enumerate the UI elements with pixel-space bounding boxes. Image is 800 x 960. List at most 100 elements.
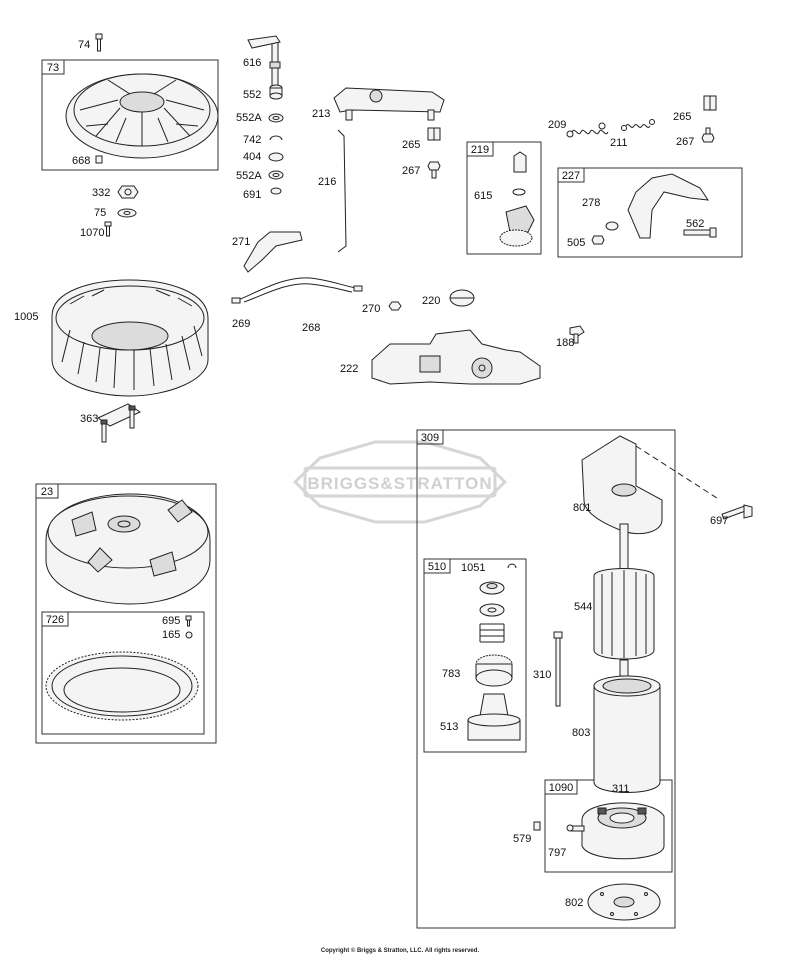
callout-1051: 1051 — [461, 562, 485, 574]
part-510-spring — [479, 623, 505, 643]
callout-691: 691 — [243, 189, 261, 201]
group-box-510: 510 — [423, 558, 527, 753]
part-311-brush-assembly — [581, 802, 665, 860]
part-801-bracket-plate — [581, 435, 721, 535]
callout-311: 311 — [612, 783, 630, 795]
part-363-bracket — [96, 403, 142, 443]
part-1070-bolt — [104, 221, 112, 237]
callout-1070: 1070 — [80, 227, 104, 239]
group-box-726: 726 — [41, 611, 205, 735]
part-510-cap — [479, 581, 505, 617]
watermark-logo: BRIGGS&STRATTON — [292, 440, 508, 524]
part-513-drive-assembly — [467, 693, 521, 741]
group-label-309: 309 — [421, 432, 439, 444]
part-268-cable — [231, 277, 363, 304]
callout-209: 209 — [548, 119, 566, 131]
group-box-23: 23 — [35, 483, 217, 744]
callout-222: 222 — [340, 363, 358, 375]
part-803-housing — [593, 675, 661, 793]
callout-615: 615 — [474, 190, 492, 202]
part-188-screw — [569, 325, 585, 344]
part-74-bolt — [95, 33, 103, 52]
part-404-seal — [268, 152, 284, 162]
group-box-73: 73 — [41, 59, 219, 171]
callout-695: 695 — [162, 615, 180, 627]
callout-404: 404 — [243, 151, 261, 163]
part-615-oring — [512, 188, 526, 196]
callout-213: 213 — [312, 108, 330, 120]
callout-802: 802 — [565, 897, 583, 909]
callout-271: 271 — [232, 236, 250, 248]
part-23-flywheel — [45, 493, 211, 605]
part-310-bolt — [553, 631, 563, 707]
part-219-pin — [513, 151, 527, 173]
part-797-terminal — [566, 824, 585, 832]
part-562-screw — [683, 227, 717, 238]
group-box-309: 309 — [416, 429, 676, 929]
callout-363: 363 — [80, 413, 98, 425]
part-265-clip-a — [427, 127, 441, 141]
part-75-washer — [117, 208, 137, 218]
callout-668: 668 — [72, 155, 90, 167]
group-label-510: 510 — [428, 561, 446, 573]
callout-278: 278 — [582, 197, 600, 209]
part-1005-flywheel-fan — [51, 279, 209, 397]
part-579-insulator — [533, 821, 541, 831]
part-742-clip — [269, 135, 283, 141]
group-label-227: 227 — [562, 170, 580, 182]
watermark-text: BRIGGS&STRATTON — [307, 474, 492, 493]
part-211-spring — [621, 119, 655, 131]
callout-742: 742 — [243, 134, 261, 146]
callout-165: 165 — [162, 629, 180, 641]
part-278-washer — [605, 221, 619, 231]
part-802-end-cap — [587, 883, 661, 921]
callouts: 74 668 332 75 1070 616 552 552A 742 404 … — [14, 39, 728, 909]
part-271-lever — [243, 231, 303, 273]
part-165-nut — [185, 631, 193, 639]
callout-562: 562 — [686, 218, 704, 230]
callout-783: 783 — [442, 668, 460, 680]
group-label-219: 219 — [471, 144, 489, 156]
part-552a-washer-bottom — [268, 170, 284, 180]
callout-797: 797 — [548, 847, 566, 859]
callout-801: 801 — [573, 502, 591, 514]
part-552a-washer-top — [268, 113, 284, 123]
part-726-ring-gear — [45, 651, 199, 721]
callout-216: 216 — [318, 176, 336, 188]
callout-544: 544 — [574, 601, 592, 613]
part-552-bushing — [269, 84, 283, 100]
callout-74: 74 — [78, 39, 90, 51]
callout-552a-top: 552A — [236, 112, 262, 124]
group-label-1090: 1090 — [549, 782, 573, 794]
callout-697: 697 — [710, 515, 728, 527]
part-265-clip-b — [703, 95, 717, 111]
part-222-control-panel — [371, 329, 541, 385]
group-box-227: 227 — [557, 167, 743, 258]
part-216-governor-link — [337, 129, 347, 253]
part-209-spring — [566, 122, 609, 138]
part-668 — [95, 155, 103, 164]
part-227-bracket — [627, 173, 710, 239]
part-267-screw-a — [427, 161, 441, 179]
part-697-bolt — [721, 504, 753, 520]
group-label-73: 73 — [47, 62, 59, 74]
part-270-nut — [388, 301, 402, 311]
callout-75: 75 — [94, 207, 106, 219]
callout-188: 188 — [556, 337, 574, 349]
callout-267-b: 267 — [676, 136, 694, 148]
callout-332: 332 — [92, 187, 110, 199]
callout-270: 270 — [362, 303, 380, 315]
part-219-gear-knob — [499, 205, 535, 247]
callout-513: 513 — [440, 721, 458, 733]
part-73-screen — [65, 73, 219, 159]
callout-265-b: 265 — [673, 111, 691, 123]
part-267-screw-b — [701, 127, 715, 143]
part-213-control-bracket — [333, 87, 445, 121]
part-783-pinion-gear — [475, 654, 513, 687]
callout-1005: 1005 — [14, 311, 38, 323]
callout-265-a: 265 — [402, 139, 420, 151]
callout-310: 310 — [533, 669, 551, 681]
callout-803: 803 — [572, 727, 590, 739]
callout-220: 220 — [422, 295, 440, 307]
